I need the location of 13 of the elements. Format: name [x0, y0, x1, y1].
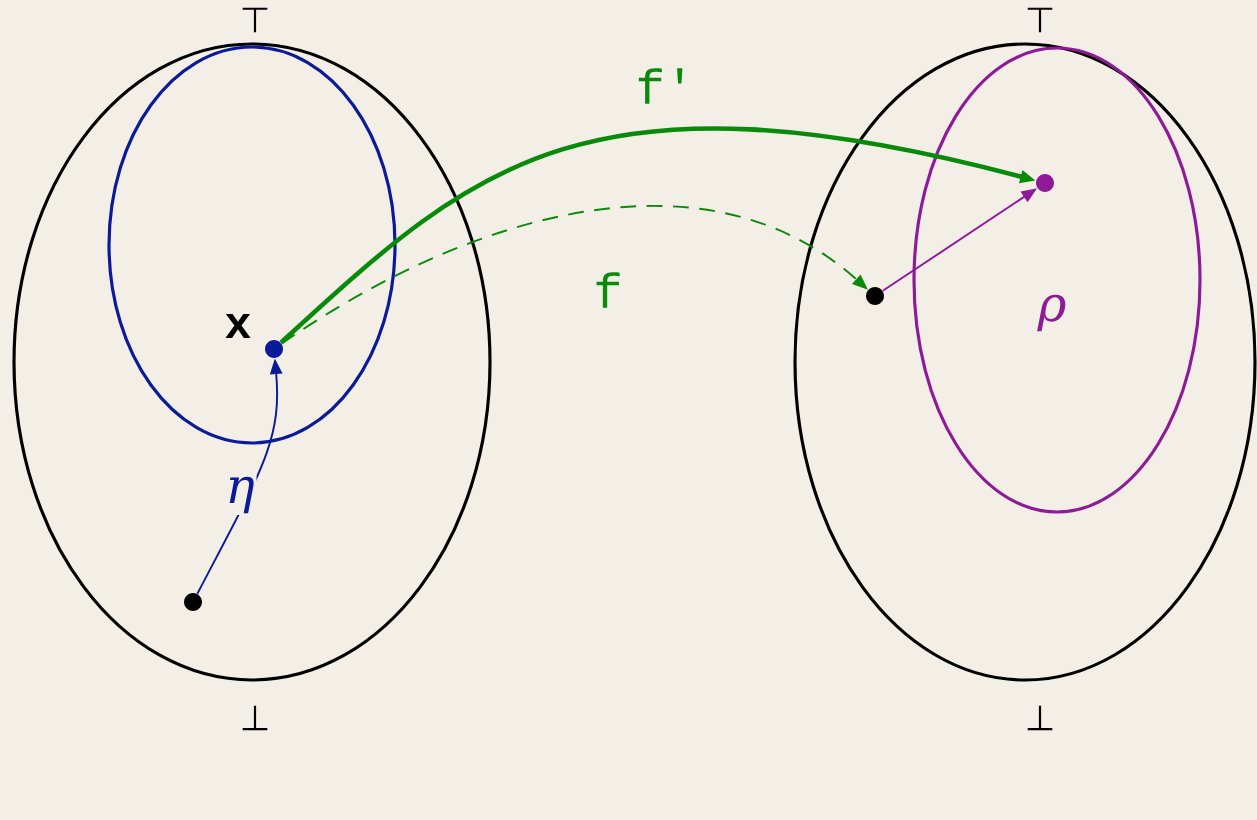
subset-ellipse	[107, 45, 397, 445]
symbol-label: ⊥	[1027, 705, 1053, 731]
symbol-label: ⊥	[242, 705, 268, 731]
point-dot	[866, 287, 884, 305]
symbol-label: ⊤	[1027, 7, 1053, 33]
point-dot	[184, 593, 202, 611]
point-dot	[1036, 174, 1054, 192]
edge-label: f'	[633, 66, 697, 106]
symbol-label: ⊤	[242, 7, 268, 33]
edge-label: η	[223, 475, 257, 515]
edge-label: f	[591, 270, 625, 310]
variable-label: ρ	[1037, 294, 1066, 332]
variable-label: x	[225, 313, 251, 339]
